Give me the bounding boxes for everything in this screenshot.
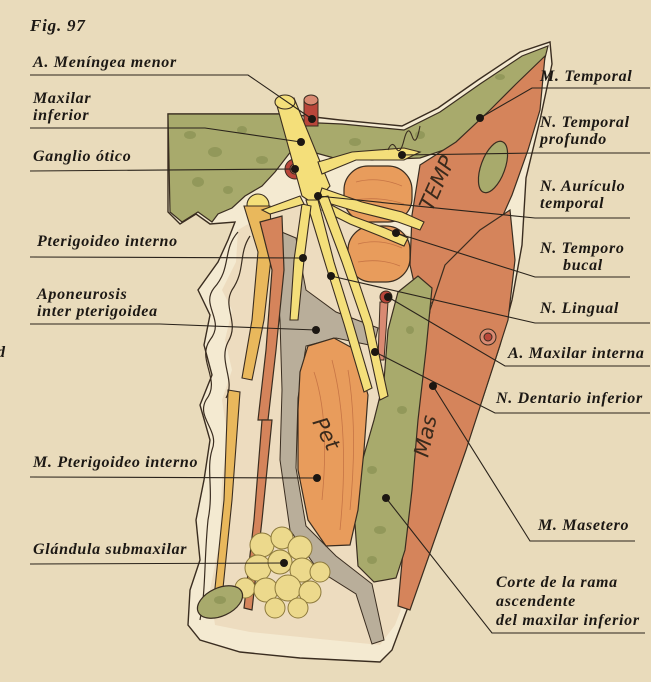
label-n-lingual: N. Lingual <box>540 300 619 317</box>
label-line: inferior <box>33 107 91 124</box>
pointer-dot-meningea-menor <box>308 115 316 123</box>
label-maxilar-inferior: Maxilar inferior <box>33 90 91 124</box>
label-line: Maxilar <box>33 90 91 107</box>
label-n-temporal-profundo: N. Temporal profundo <box>540 114 630 148</box>
pointer-dot-n-lingual <box>327 272 335 280</box>
gland-lobule <box>275 575 301 601</box>
gland-lobule <box>288 536 312 560</box>
bone-speckle <box>374 526 386 534</box>
gland-lobule <box>310 562 330 582</box>
label-m-masetero: M. Masetero <box>538 517 629 534</box>
label-line: Corte de la rama <box>496 573 640 592</box>
label-line: M. Masetero <box>538 517 629 534</box>
label-ganglio-otico: Ganglio ótico <box>33 148 131 165</box>
label-line: temporal <box>540 195 625 212</box>
gland-lobule <box>265 598 285 618</box>
bone-speckle <box>192 177 204 187</box>
label-line: N. Lingual <box>540 300 619 317</box>
label-line: Aponeurosis <box>37 286 158 303</box>
pointer-dot-n-temporal-profundo <box>398 151 406 159</box>
label-m-pterigoideo-interno: M. Pterigoideo interno <box>33 454 198 471</box>
label-line: M. Temporal <box>540 68 632 85</box>
pointer-dot-m-temporal <box>476 114 484 122</box>
bone-speckle <box>406 326 414 334</box>
gland-lobule <box>268 550 292 574</box>
bone-speckle <box>208 147 222 157</box>
label-line: Pterigoideo interno <box>37 233 178 250</box>
label-line: Ganglio ótico <box>33 148 131 165</box>
bone-speckle <box>214 596 226 604</box>
gland-lobule <box>288 598 308 618</box>
margin-text-fragment: d <box>0 344 6 361</box>
pointer-dot-pterigoideo-interno-nerve <box>299 254 307 262</box>
facial-vessel-core <box>484 333 492 341</box>
pointer-dot-maxilar-inferior <box>297 138 305 146</box>
pointer-dot-n-auriculo-temporal <box>314 192 322 200</box>
label-n-dentario-inferior: N. Dentario inferior <box>496 390 643 407</box>
label-a-maxilar-interna: A. Maxilar interna <box>508 345 645 362</box>
label-line: N. Aurículo <box>540 178 625 195</box>
gland-lobule <box>250 533 274 557</box>
label-line: A. Maxilar interna <box>508 345 645 362</box>
pointer-dot-m-masetero <box>429 382 437 390</box>
label-line: del maxilar inferior <box>496 611 640 630</box>
pointer-dot-n-dentario-inferior <box>371 348 379 356</box>
bone-speckle <box>349 138 361 146</box>
label-line: Glándula submaxilar <box>33 541 187 558</box>
label-pterigoideo-interno-nerve: Pterigoideo interno <box>37 233 178 250</box>
pointer-dot-m-pterigoideo-interno <box>313 474 321 482</box>
label-line: inter pterigoidea <box>37 303 158 320</box>
label-line: M. Pterigoideo interno <box>33 454 198 471</box>
label-corte-rama-ascendente: Corte de la rama ascendente del maxilar … <box>496 573 640 630</box>
pointer-dot-corte-rama <box>382 494 390 502</box>
label-line: profundo <box>540 131 630 148</box>
bone-speckle <box>397 406 407 414</box>
label-line: ascendente <box>496 592 640 611</box>
pointer-dot-glandula-submaxilar <box>280 559 288 567</box>
gland-lobule <box>245 555 271 581</box>
label-line: N. Temporo <box>540 240 625 257</box>
mandibular-nerve-cap <box>275 95 295 109</box>
bone-speckle <box>184 131 196 139</box>
bone-speckle <box>223 186 233 194</box>
pointer-dot-ganglio-otico <box>291 165 299 173</box>
pointer-dot-n-temporo-bucal <box>392 229 400 237</box>
label-line: bucal <box>540 257 625 274</box>
label-meningea-menor: A. Meníngea menor <box>33 54 177 71</box>
bone-speckle <box>367 556 377 564</box>
meningea-menor-artery-cap <box>304 95 318 105</box>
label-line: A. Meníngea menor <box>33 54 177 71</box>
bone-speckle <box>256 156 268 164</box>
label-aponeurosis: Aponeurosis inter pterigoidea <box>37 286 158 320</box>
label-line: N. Dentario inferior <box>496 390 643 407</box>
pointer-dot-a-maxilar-interna <box>384 293 392 301</box>
label-n-temporo-bucal: N. Temporo bucal <box>540 240 625 274</box>
label-glandula-submaxilar: Glándula submaxilar <box>33 541 187 558</box>
bone-speckle <box>367 466 377 474</box>
label-line: N. Temporal <box>540 114 630 131</box>
bone-speckle <box>495 74 505 80</box>
label-m-temporal: M. Temporal <box>540 68 632 85</box>
pointer-dot-aponeurosis <box>312 326 320 334</box>
figure-number: Fig. 97 <box>30 17 86 34</box>
label-n-auriculo-temporal: N. Aurículo temporal <box>540 178 625 212</box>
